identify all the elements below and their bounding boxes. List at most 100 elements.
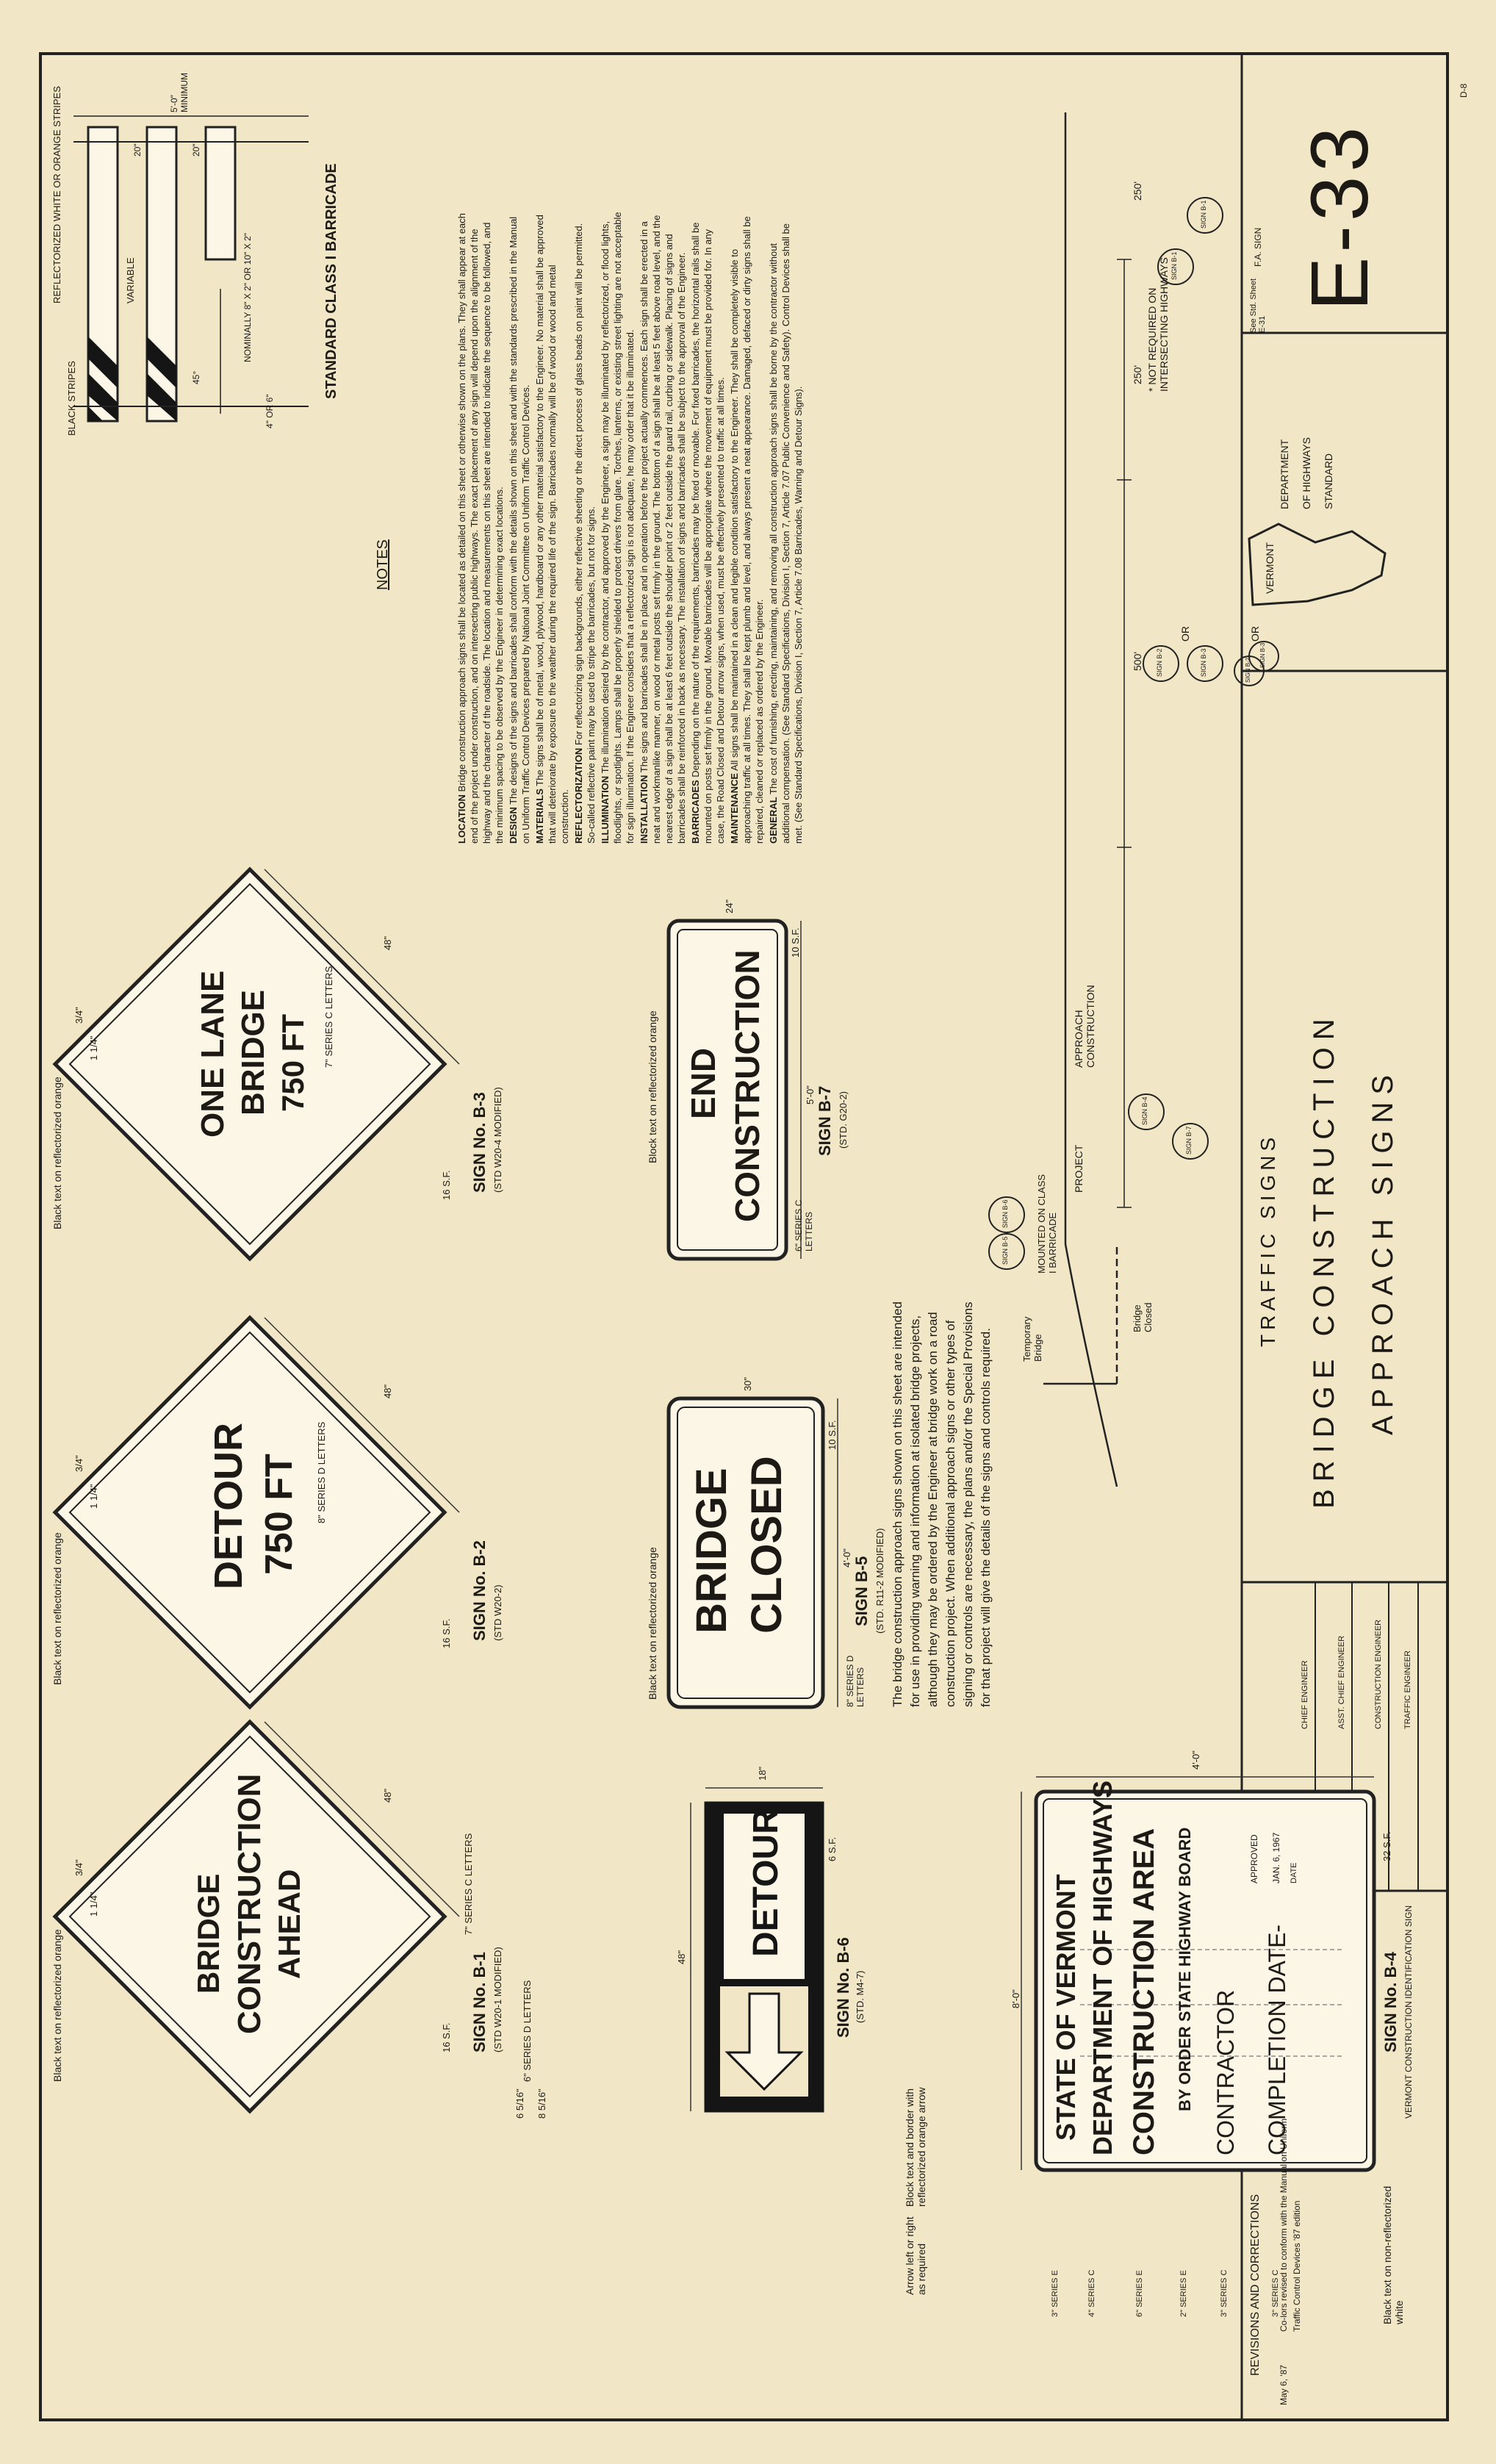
- sign-b2-panel: [52, 1315, 447, 1710]
- sign-b6-note: Block text and border with reflectorized…: [904, 2087, 927, 2207]
- sign-b3-line1: ONE LANE: [195, 970, 231, 1138]
- sign-b1-line3: AHEAD: [272, 1869, 306, 1979]
- sign-b1-note: Black text on reflectorized orange: [51, 1929, 63, 2082]
- sign-b5-note: Black text on reflectorized orange: [647, 1547, 658, 1700]
- sign-b2-dim-lbl: 8" SERIES D LETTERS: [316, 1421, 327, 1523]
- sign-b5-panel: [666, 1396, 825, 1709]
- sign-b1-dim-lbl-2: 7" SERIES C LETTERS: [463, 1833, 474, 1935]
- layout-circle-label: SIGN B-4: [1141, 1096, 1148, 1125]
- sign-b3-line2: BRIDGE: [235, 989, 271, 1116]
- barricade-20a: 20": [132, 143, 143, 157]
- agency-line-1: VERMONT: [1264, 542, 1276, 594]
- sign-b5-name: SIGN B-5: [852, 1556, 871, 1626]
- approval-title-3: CONSTRUCTION ENGINEER: [1374, 1619, 1383, 1729]
- sign-b6-text: DETOUR: [747, 1809, 785, 1957]
- approval-title-2: ASST. CHIEF ENGINEER: [1337, 1635, 1346, 1729]
- barricade-reflect: REFLECTORIZED WHITE OR ORANGE STRIPES: [51, 86, 62, 303]
- sign-b1-std: (STD W20-1 MODIFIED): [492, 1947, 503, 2052]
- note-item: REFLECTORIZATION For reflectorizing sign…: [573, 223, 597, 844]
- sign-b4-line5: CONTRACTOR: [1212, 1989, 1239, 2155]
- sign-b6-name: SIGN No. B-6: [834, 1937, 852, 2038]
- title-line-1: TRAFFIC SIGNS: [1256, 1132, 1279, 1347]
- sign-b5-line1: BRIDGE: [688, 1468, 736, 1634]
- sign-b4-dim-h: 4'-0": [1190, 1750, 1201, 1770]
- layout-mounted: MOUNTED ON CLASS I BARRICADE: [1036, 1174, 1058, 1274]
- sign-b7-dim-w: 5'-0": [805, 1085, 816, 1105]
- sign-b3-name: SIGN No. B-3: [470, 1092, 489, 1193]
- layout-circle-label: SIGN B-7: [1185, 1126, 1193, 1154]
- sign-b3-note: Black text on reflectorized orange: [51, 1077, 63, 1229]
- sign-b4-series-5: 3" SERIES C: [1220, 2269, 1229, 2317]
- barricade-drawing: [73, 115, 309, 423]
- notes-list: LOCATION Bridge construction approach si…: [456, 212, 1264, 844]
- sign-b1-panel: [52, 1719, 447, 2114]
- revision-text-1: Co-lors revised to conform with the Manu…: [1279, 2118, 1289, 2332]
- title-line-3: APPROACH SIGNS: [1367, 1067, 1399, 1435]
- approval-title-4: TRAFFIC ENGINEER: [1403, 1651, 1412, 1729]
- sign-b6-std: (STD. M4-7): [855, 1970, 866, 2024]
- note-item: MATERIALS The signs shall be of metal, w…: [534, 215, 570, 844]
- sign-b6-arrow-note: Arrow left or right as required: [904, 2216, 927, 2295]
- revision-text-2: Traffic Control Devices '87 edition: [1292, 2200, 1302, 2332]
- sign-b4-sub: VERMONT CONSTRUCTION IDENTIFICATION SIGN: [1403, 1905, 1414, 2119]
- sign-b7-line1: END: [684, 1047, 722, 1119]
- barricade-4or6: 4" OR 6": [265, 394, 275, 428]
- sign-b7-panel: [666, 919, 788, 1261]
- sign-b6-dim-h: 18": [757, 1766, 768, 1781]
- sign-b2-std: (STD W20-2): [492, 1584, 503, 1641]
- outer-border: [39, 52, 1449, 2421]
- sign-b7-std: (STD. G20-2): [838, 1091, 849, 1149]
- sign-b1-line2: CONSTRUCTION: [231, 1773, 267, 2034]
- sign-b4-note: Black text on non-reflectorized white: [1381, 2185, 1405, 2324]
- sign-b3-dim-side: 48": [382, 935, 393, 950]
- title-line-2: BRIDGE CONSTRUCTION: [1308, 1011, 1340, 1509]
- sign-b3-line3: 750 FT: [276, 1013, 310, 1112]
- notes-heading: NOTES: [375, 539, 391, 590]
- barricade-black-stripes: BLACK STRIPES: [66, 361, 77, 436]
- sign-b7-dim-h: 24": [724, 899, 735, 913]
- sign-b4-area: 32 S.F.: [1381, 1831, 1392, 1861]
- revision-date: May 6, '87: [1279, 2365, 1289, 2405]
- sign-b1-line1: BRIDGE: [191, 1873, 226, 1994]
- sign-b5-line2: CLOSED: [743, 1456, 791, 1634]
- layout-circle-label: SIGN B-6: [1001, 1199, 1009, 1228]
- note-item: MAINTENANCE All signs shall be maintaine…: [729, 216, 765, 844]
- vermont-outline: [1248, 522, 1387, 606]
- barricade-20b: 20": [191, 143, 201, 157]
- sign-b4-line4: BY ORDER STATE HIGHWAY BOARD: [1176, 1827, 1194, 2111]
- barricade-title: STANDARD CLASS I BARRICADE: [323, 163, 339, 399]
- note-item: GENERAL The cost of furnishing, erecting…: [768, 223, 804, 844]
- barricade-45: 45°: [191, 370, 201, 384]
- sign-b2-dim-top: 1 1/4": [88, 1484, 99, 1509]
- sign-b2-dim-r: 16 S.F.: [441, 1618, 452, 1648]
- agency-line-3: OF HIGHWAYS: [1301, 437, 1312, 509]
- sign-b7-line2: CONSTRUCTION: [728, 949, 766, 1222]
- sign-b2-dim-corner: 3/4": [73, 1455, 84, 1472]
- sign-b4-panel: [1034, 1789, 1376, 2172]
- sign-b4-dim-w: 8'-0": [1010, 1989, 1021, 2008]
- sign-b2-line1: DETOUR: [206, 1422, 251, 1590]
- agency-line-2: DEPARTMENT: [1279, 439, 1290, 509]
- sign-b4-series-3: 6" SERIES E: [1135, 2270, 1144, 2317]
- barricade-variable: VARIABLE: [125, 257, 136, 303]
- layout-d250b: 250': [1132, 181, 1143, 201]
- sign-b3-std: (STD W20-4 MODIFIED): [492, 1087, 503, 1193]
- sign-b2-name: SIGN No. B-2: [470, 1540, 489, 1641]
- sign-b5-std: (STD. R11-2 MODIFIED): [874, 1528, 885, 1634]
- layout-bridge-closed: Bridge Closed: [1132, 1302, 1154, 1332]
- note-item: BARRICADES Depending on the nature of th…: [690, 222, 726, 844]
- dimension-lines: [264, 869, 1374, 2170]
- sign-b2-note: Black text on reflectorized orange: [51, 1532, 63, 1685]
- sign-b3-dim-r: 16 S.F.: [441, 1170, 452, 1200]
- sign-b2-line2: 750 FT: [258, 1454, 301, 1575]
- page-code: D-8: [1459, 83, 1469, 98]
- barricade-min: 5'-0" MINIMUM: [169, 73, 190, 112]
- sign-b4-line1: STATE OF VERMONT: [1051, 1874, 1081, 2141]
- approval-title-1: CHIEF ENGINEER: [1301, 1660, 1309, 1729]
- sign-b2-dim-side: 48": [382, 1384, 393, 1398]
- sign-b1-dim-lbl-1: 6" SERIES D LETTERS: [522, 1980, 533, 2082]
- sign-b4-line2: DEPARTMENT OF HIGHWAYS: [1087, 1780, 1118, 2155]
- sign-b3-dim-lbl: 7" SERIES C LETTERS: [323, 966, 334, 1068]
